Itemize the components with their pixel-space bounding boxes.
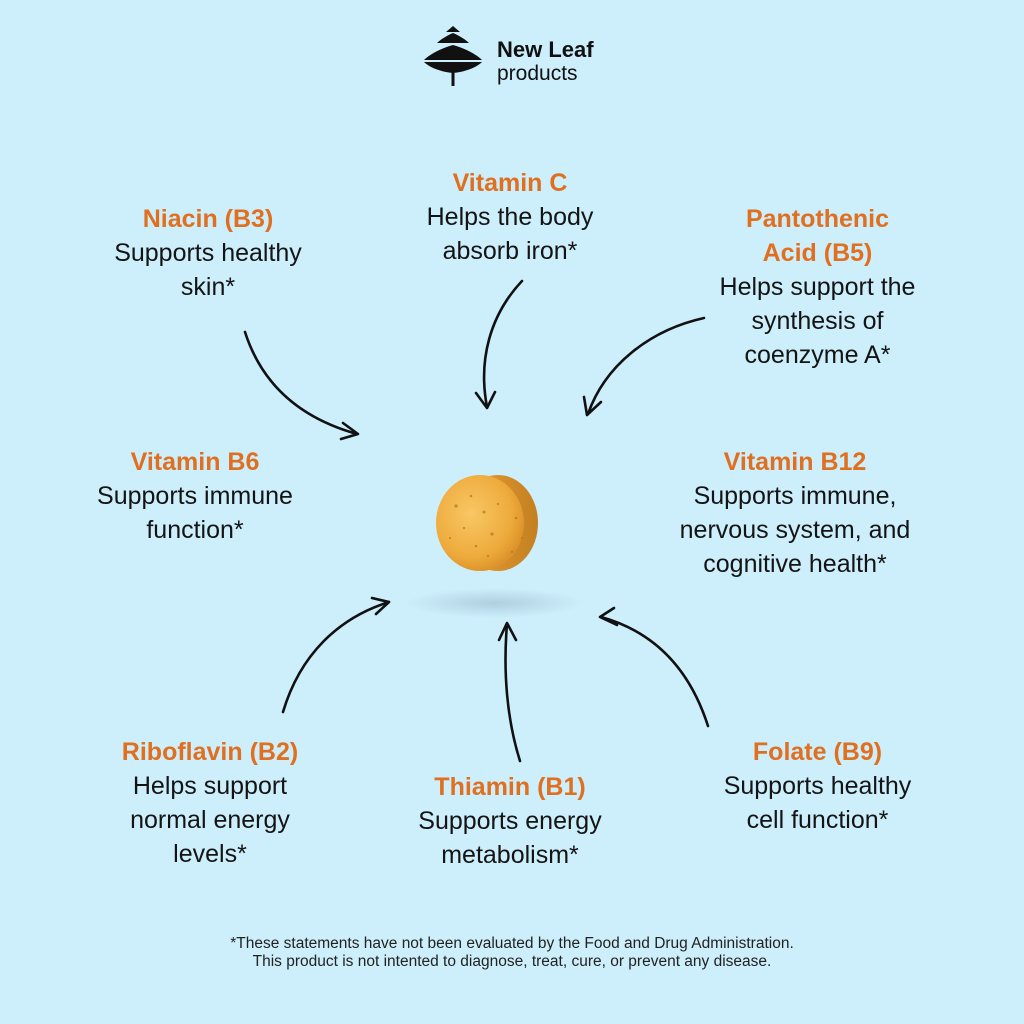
benefit-niacin: Niacin (B3) Supports healthy skin* [78, 202, 338, 304]
fda-disclaimer: *These statements have not been evaluate… [112, 935, 912, 971]
benefit-title: Folate (B9) [752, 738, 883, 766]
benefit-desc-line: skin* [180, 273, 236, 301]
arrow-folate [598, 606, 710, 728]
benefit-riboflavin: Riboflavin (B2) Helps support normal ene… [90, 735, 330, 871]
benefit-desc-line: normal energy [130, 806, 290, 834]
benefit-title: Vitamin B12 [723, 448, 867, 476]
benefit-title: Riboflavin (B2) [121, 738, 299, 766]
gummy-shadow [405, 588, 585, 618]
benefit-desc-line: Helps support the [719, 273, 916, 301]
benefit-thiamin: Thiamin (B1) Supports energy metabolism* [380, 770, 640, 872]
benefit-desc-line: Supports energy [418, 807, 602, 835]
benefit-title: Thiamin (B1) [434, 773, 586, 801]
arrow-niacin [243, 330, 360, 441]
tree-leaf-icon [424, 26, 482, 86]
arrow-riboflavin [281, 596, 391, 714]
benefit-desc-line: absorb iron* [442, 237, 578, 265]
brand-logo: New Leaf products [422, 24, 622, 88]
benefit-vitamin-b12: Vitamin B12 Supports immune, nervous sys… [650, 445, 940, 581]
arrow-thiamin [497, 621, 522, 763]
benefit-desc-line: coenzyme A* [744, 341, 891, 369]
benefit-desc-line: cell function* [746, 806, 889, 834]
benefit-title: Acid (B5) [762, 239, 873, 267]
benefit-title: Niacin (B3) [142, 205, 274, 233]
benefit-desc-line: Supports immune, [693, 482, 897, 510]
arrow-vitamin-c [474, 279, 524, 410]
benefit-desc-line: Helps the body [426, 203, 594, 231]
benefit-desc-line: function* [146, 516, 244, 544]
gummy-image [436, 475, 538, 571]
benefit-desc-line: metabolism* [441, 841, 579, 869]
benefit-desc-line: Supports healthy [114, 239, 302, 267]
disclaimer-line: This product is not intented to diagnose… [252, 953, 772, 970]
benefit-desc-line: synthesis of [751, 307, 884, 335]
benefit-desc-line: cognitive health* [703, 550, 887, 578]
benefit-desc-line: levels* [173, 840, 247, 868]
benefit-folate: Folate (B9) Supports healthy cell functi… [690, 735, 945, 837]
benefit-desc-line: Supports immune [97, 482, 293, 510]
benefit-desc-line: Helps support [132, 772, 288, 800]
benefit-title: Vitamin B6 [130, 448, 260, 476]
benefit-desc-line: nervous system, and [679, 516, 911, 544]
benefit-vitamin-b6: Vitamin B6 Supports immune function* [60, 445, 330, 547]
brand-name: New Leaf [497, 37, 594, 62]
benefit-title: Vitamin C [452, 169, 568, 197]
benefit-vitamin-c: Vitamin C Helps the body absorb iron* [380, 166, 640, 268]
brand-subtitle: products [497, 62, 578, 85]
benefit-pantothenic-acid: Pantothenic Acid (B5) Helps support the … [680, 202, 955, 372]
disclaimer-line: *These statements have not been evaluate… [230, 935, 794, 952]
benefit-desc-line: Supports healthy [723, 772, 912, 800]
benefit-title: Pantothenic [745, 205, 890, 233]
